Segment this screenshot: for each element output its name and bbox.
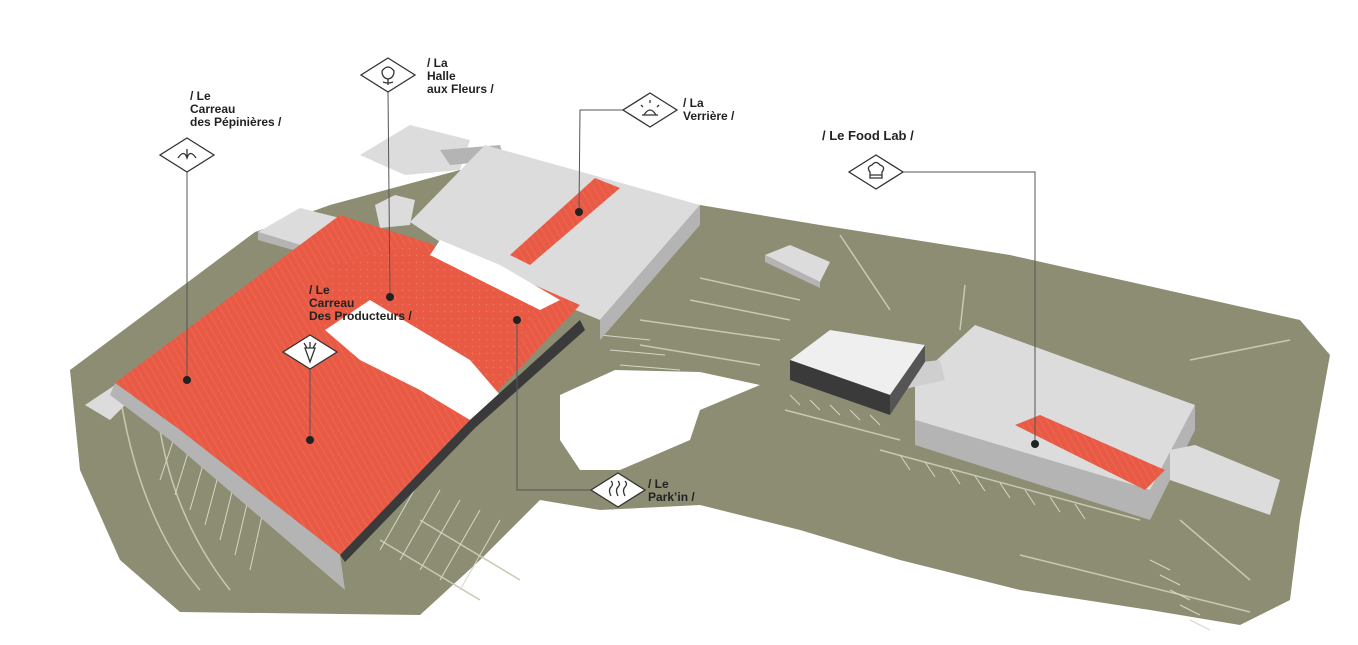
- label-line: / Le: [648, 477, 669, 491]
- marker-producteurs: [306, 436, 314, 444]
- leaf-sprout-icon: [158, 137, 216, 173]
- label-line: Halle: [427, 69, 456, 83]
- building-annex-east: [765, 245, 830, 282]
- canopy-building: [790, 330, 925, 415]
- walkway-white-north: [430, 240, 560, 310]
- label-line: aux Fleurs /: [427, 82, 494, 96]
- label-verriere: / La Verrière /: [683, 97, 734, 123]
- label-carreau-pepinieres: / Le Carreau des Pépinières /: [190, 90, 281, 129]
- roof-grey-edge-west: [110, 383, 345, 590]
- label-line: Carreau: [190, 102, 236, 116]
- marker-verriere: [575, 208, 583, 216]
- foodlab-roof-strip: [1015, 415, 1165, 490]
- building-annex-east-side: [765, 255, 820, 288]
- foodlab-building: [895, 325, 1280, 520]
- walkway-white: [325, 300, 500, 420]
- courtyard-cutout: [560, 370, 760, 470]
- label-carreau-producteurs: / Le Carreau Des Producteurs /: [309, 284, 412, 323]
- label-line: / La: [427, 56, 448, 70]
- label-line: Des Producteurs /: [309, 309, 412, 323]
- marker-pepinieres: [183, 376, 191, 384]
- steam-heat-icon: [589, 472, 647, 508]
- zone-icons: [158, 57, 905, 508]
- carrot-icon: [281, 334, 339, 370]
- verriere-roof-strip: [510, 178, 620, 265]
- label-line: / La: [683, 96, 704, 110]
- label-parkin: / Le Park’in /: [648, 478, 695, 504]
- marker-halle-fleurs: [386, 293, 394, 301]
- label-line: des Pépinières /: [190, 115, 282, 129]
- label-line: Carreau: [309, 296, 355, 310]
- label-line: / Le: [309, 283, 330, 297]
- roof-dark-edge: [340, 320, 585, 562]
- parking-lines: [119, 234, 1291, 613]
- parking-stalls: [159, 334, 1211, 631]
- verriere-building: [410, 145, 700, 340]
- label-food-lab: / Le Food Lab /: [822, 129, 914, 142]
- label-line: / Le Food Lab /: [822, 128, 914, 143]
- sunrise-glasshouse-icon: [621, 92, 679, 128]
- label-line: Park’in /: [648, 490, 695, 504]
- building-west-shed-side: [258, 232, 300, 252]
- leader-halle-fleurs: [387, 91, 391, 298]
- leader-foodlab: [900, 171, 1036, 444]
- producers-roof: [110, 215, 585, 590]
- label-line: Verrière /: [683, 109, 735, 123]
- foodlab-annex: [1170, 445, 1280, 515]
- chef-hat-icon: [847, 154, 905, 190]
- marker-foodlab: [1031, 440, 1039, 448]
- leader-dots: [183, 208, 1039, 448]
- leader-parkin: [516, 320, 592, 491]
- label-halle-fleurs: / La Halle aux Fleurs /: [427, 57, 494, 96]
- building-kiosk: [375, 195, 415, 228]
- building-west-shed: [258, 208, 340, 245]
- tulip-flower-icon: [359, 57, 417, 93]
- leader-lines: [186, 91, 1036, 491]
- label-line: / Le: [190, 89, 211, 103]
- building-northwest-block: [360, 125, 470, 175]
- marker-parkin: [513, 316, 521, 324]
